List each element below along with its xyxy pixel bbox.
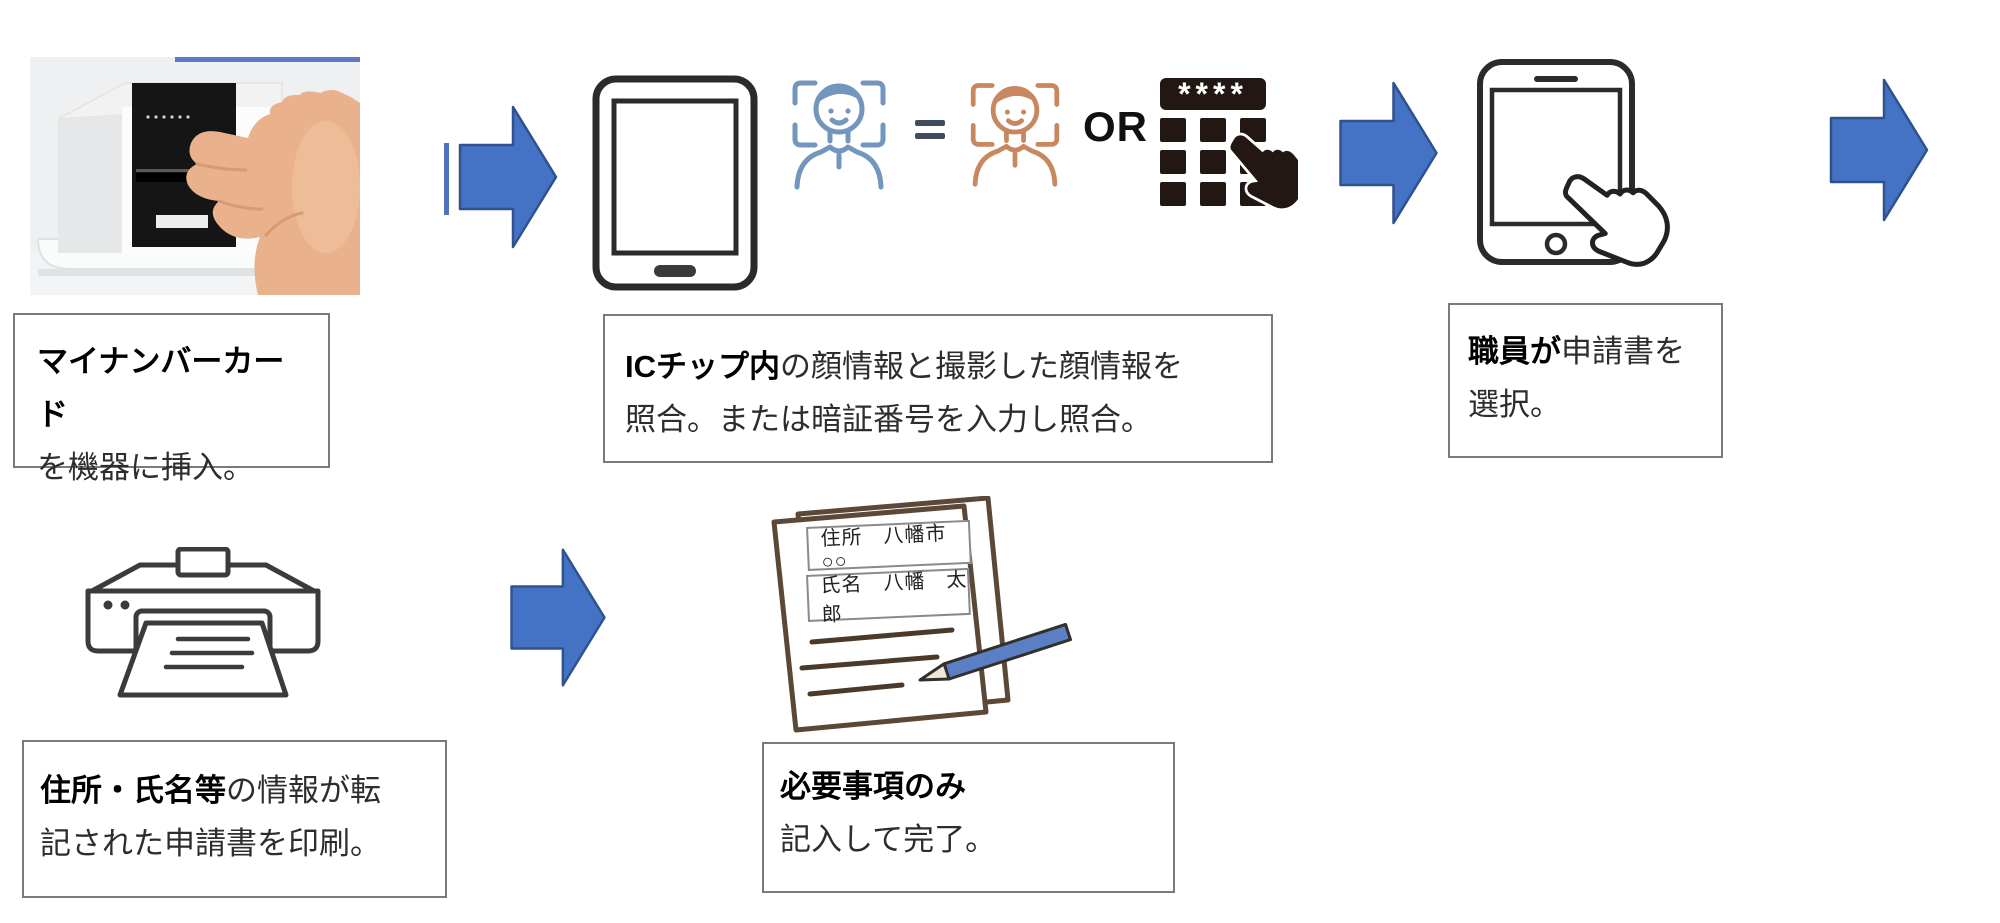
device-side [58, 115, 122, 253]
form-name-text: 氏名 八幡 太郎 [820, 568, 968, 626]
step4-line2-text: 記された申請書を印刷。 [40, 826, 381, 861]
step1-line2-text: を機器に挿入。 [37, 450, 254, 485]
card-reader-photo-graphic [30, 57, 360, 295]
photo-blue-strip [175, 57, 360, 62]
tablet-icon [592, 75, 758, 291]
step1-bold-text: マイナンバーカード [37, 344, 285, 432]
step2-caption: ICチップ内の顔情報と撮影した顔情報を照合。または暗証番号を入力し照合。 [603, 314, 1273, 463]
step5-line2-text: 記入して完了。 [780, 822, 997, 857]
step5-caption: 必要事項のみ記入して完了。 [762, 742, 1175, 893]
right-arrow-icon [1339, 81, 1438, 225]
form-name-field: 氏名 八幡 太郎 [806, 567, 971, 626]
step4-bold-text: 住所・氏名等 [40, 773, 226, 808]
tapping-hand-icon [1562, 174, 1670, 267]
face-scan-orange-icon [970, 83, 1060, 187]
pen-icon [918, 622, 1072, 682]
pressing-hand-icon [1227, 132, 1298, 212]
pin-pad-icon: **** [1160, 76, 1298, 212]
printer-icon [85, 547, 321, 698]
face-scan-blue-icon [792, 80, 886, 190]
step2-line2-text: 照合。または暗証番号を入力し照合。 [625, 402, 1152, 437]
step3-rest-text: 申請書を [1561, 334, 1685, 369]
step1-caption: マイナンバーカードを機器に挿入。 [13, 313, 330, 485]
step4-rest-text: の情報が転 [226, 773, 381, 808]
step4-caption: 住所・氏名等の情報が転記された申請書を印刷。 [22, 740, 447, 898]
step3-line2-text: 選択。 [1468, 387, 1561, 422]
card-reader-insert-photo [30, 57, 360, 295]
device-label [156, 215, 208, 228]
equals-icon [915, 120, 945, 139]
right-arrow-icon [510, 548, 606, 687]
step2-rest-text: の顔情報と撮影した顔情報を [780, 349, 1183, 384]
step3-bold-text: 職員が [1468, 334, 1561, 369]
or-label: OR [1083, 103, 1148, 150]
pin-display: **** [1178, 76, 1248, 112]
step3-caption: 職員が申請書を選択。 [1448, 303, 1723, 458]
step5-bold-text: 必要事項のみ [780, 769, 966, 804]
smartphone-tap-icon [1477, 59, 1670, 267]
right-arrow-icon [1829, 78, 1929, 222]
right-arrow-icon [458, 105, 558, 249]
step2-bold-text: ICチップ内 [625, 349, 780, 384]
blue-decor-line [444, 143, 449, 215]
